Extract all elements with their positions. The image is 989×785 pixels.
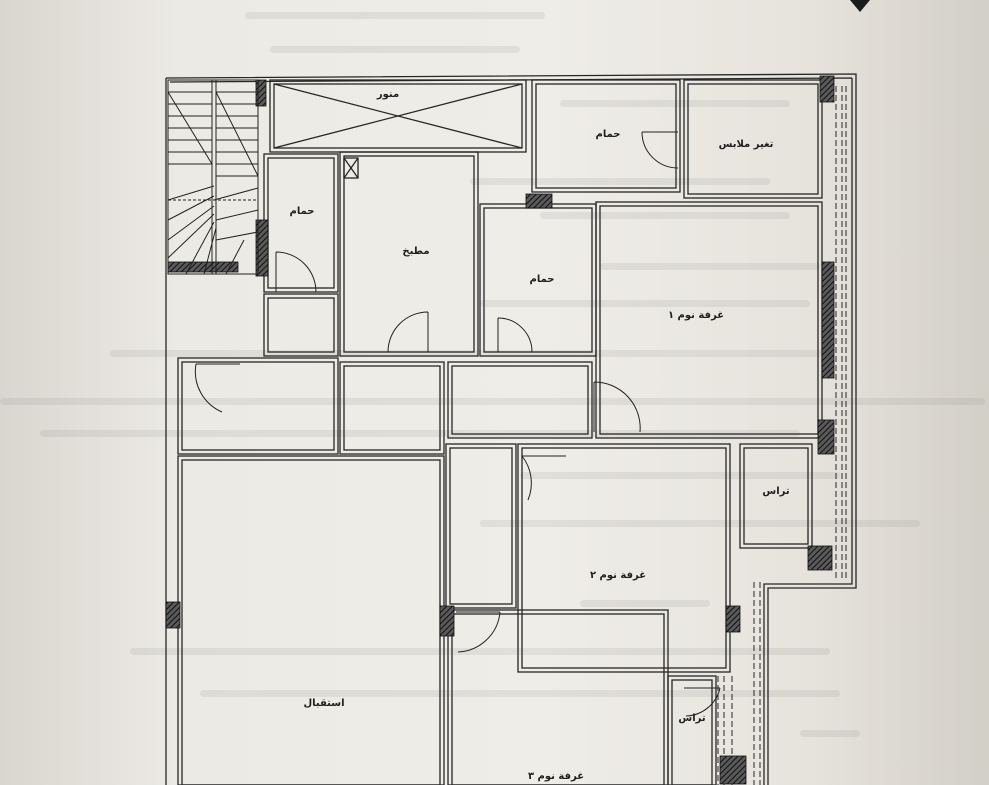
walls	[165, 73, 857, 785]
room-labels: منور حمام تغير ملابس حمام مطبخ حمام غرفة…	[290, 89, 790, 782]
label-reception: استقبال	[303, 698, 344, 709]
label-hammam-middle: حمام	[530, 274, 555, 285]
label-dressing: تغير ملابس	[719, 139, 774, 150]
columns	[165, 75, 835, 785]
staircase	[167, 79, 259, 275]
corner-mark	[850, 0, 870, 12]
label-mantour: منور	[376, 89, 399, 100]
doors	[194, 131, 721, 717]
label-hammam-left: حمام	[290, 206, 315, 217]
label-bedroom-1: غرفة نوم ١	[668, 310, 724, 321]
label-bedroom-3: غرفة نوم ٣	[528, 771, 584, 782]
label-terrace-2: تراس	[678, 713, 705, 724]
label-hammam-top-right: حمام	[596, 129, 621, 140]
label-bedroom-2: غرفة نوم ٢	[590, 570, 646, 581]
label-kitchen: مطبخ	[402, 246, 429, 257]
label-terrace-1: تراس	[762, 486, 789, 497]
